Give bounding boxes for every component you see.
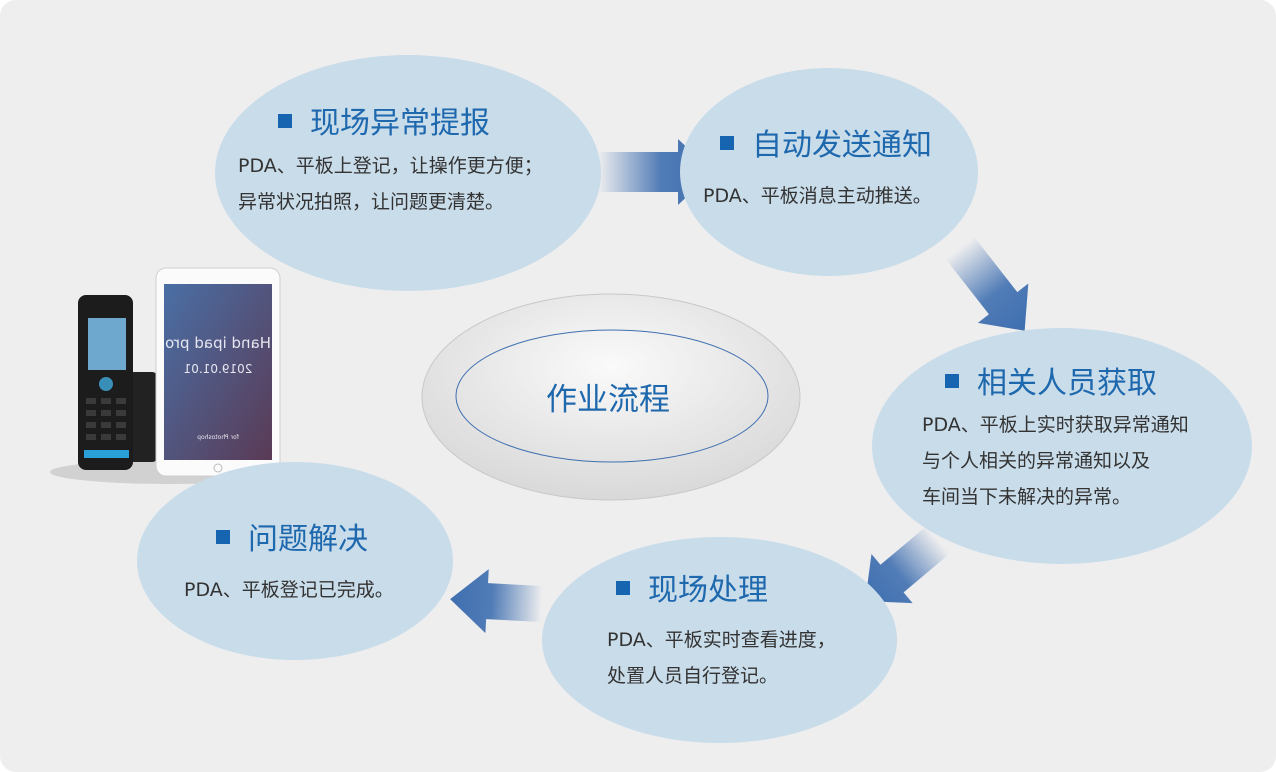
- center-label: 作业流程: [546, 382, 670, 418]
- step-bubble-5: [137, 462, 453, 660]
- tablet-screen-text: Hand ipad pro 2019.01.01 for Photoshop: [165, 334, 271, 441]
- step-bubble-2: [680, 68, 978, 276]
- bullet-square-icon: [720, 135, 734, 150]
- arrow-3-to-4: [865, 526, 950, 604]
- bullet-square-icon: [216, 529, 230, 544]
- arrow-4-to-5: [450, 569, 543, 634]
- step-bubble-4: [542, 537, 897, 743]
- step-desc-4: PDA、平板实时查看进度，处置人员自行登记。: [607, 629, 836, 687]
- step-title-5: 问题解决: [216, 514, 368, 558]
- step-title-2: 自动发送通知: [720, 120, 932, 164]
- step-title-4: 现场处理: [616, 565, 768, 609]
- step-bubble-1: [215, 55, 601, 291]
- step-desc-2: PDA、平板消息主动推送。: [703, 185, 932, 207]
- bullet-square-icon: [616, 580, 630, 595]
- step-title-1: 现场异常提报: [278, 98, 490, 142]
- arrow-2-to-3: [945, 236, 1029, 331]
- step-desc-5: PDA、平板登记已完成。: [184, 579, 394, 601]
- step-desc-1: PDA、平板上登记，让操作更方便；异常状况拍照，让问题更清楚。: [238, 155, 543, 213]
- step-desc-3: PDA、平板上实时获取异常通知与个人相关的异常通知以及车间当下未解决的异常。: [922, 414, 1189, 508]
- step-bubble-3: [872, 328, 1252, 564]
- bullet-square-icon: [278, 113, 292, 128]
- step-title-3: 相关人员获取: [945, 358, 1157, 402]
- center-ellipse: [421, 293, 801, 501]
- bullet-square-icon: [945, 373, 959, 388]
